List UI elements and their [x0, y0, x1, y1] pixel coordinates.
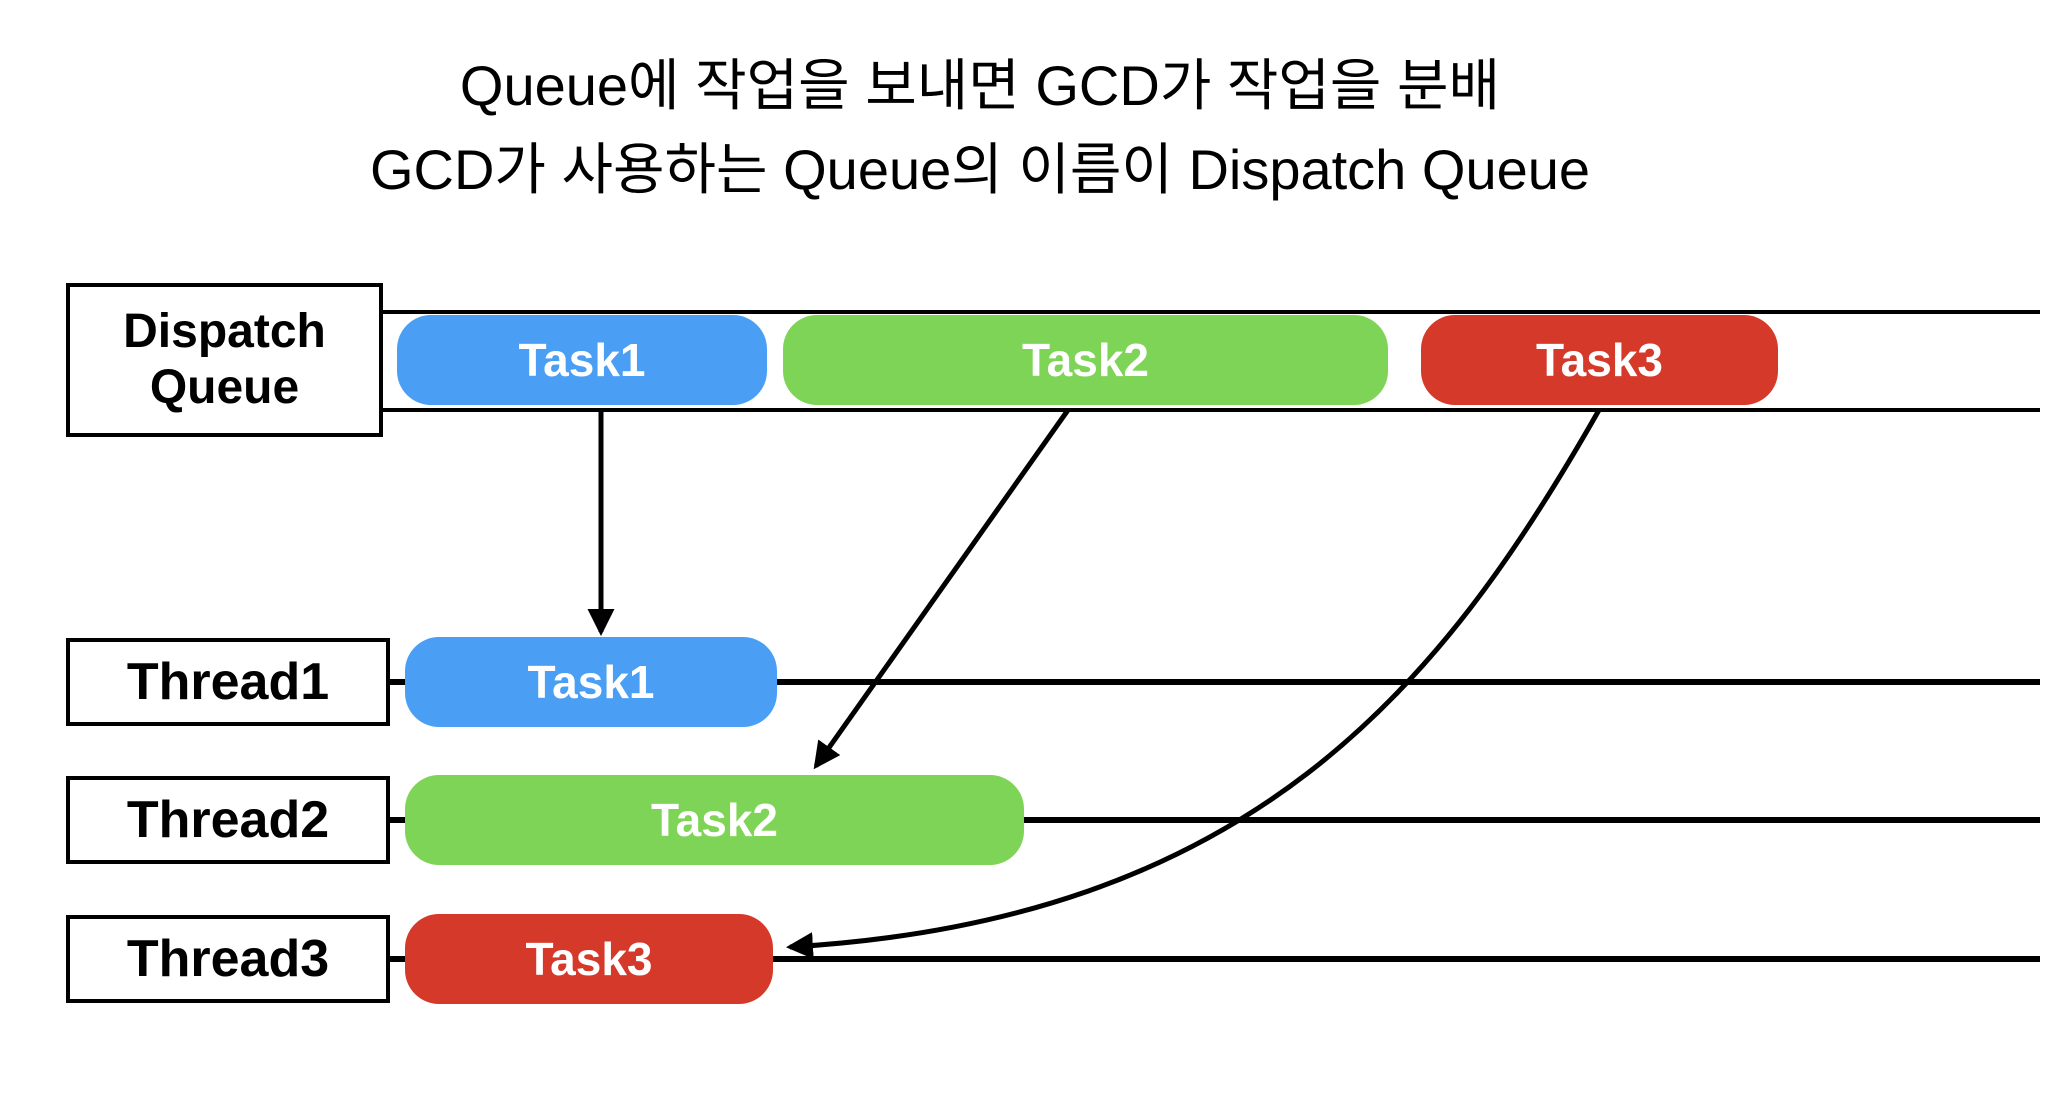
thread1-label-box: Thread1	[66, 638, 390, 726]
thread2-task2-pill: Task2	[405, 775, 1024, 865]
thread1-label: Thread1	[126, 653, 330, 711]
queue-task1-pill: Task1	[397, 315, 767, 405]
thread2-label-box: Thread2	[66, 776, 390, 864]
diagram-title: Queue에 작업을 보내면 GCD가 작업을 분배 GCD가 사용하는 Que…	[0, 44, 1960, 212]
queue-task1-label: Task1	[518, 334, 646, 386]
thread3-task3-label: Task3	[525, 933, 653, 985]
thread2-label: Thread2	[126, 791, 330, 849]
thread1-task1-pill: Task1	[405, 637, 777, 727]
thread1-task1-label: Task1	[527, 656, 655, 708]
dispatch-queue-label-box: Dispatch Queue	[66, 283, 383, 437]
queue-task3-pill: Task3	[1421, 315, 1778, 405]
thread3-label-box: Thread3	[66, 915, 390, 1003]
dispatch-queue-label-line2: Queue	[149, 361, 300, 414]
arrow-task2-to-thread2	[813, 408, 1071, 770]
queue-task2-label: Task2	[1021, 334, 1150, 386]
thread3-label: Thread3	[126, 930, 330, 988]
title-line-1: Queue에 작업을 보내면 GCD가 작업을 분배	[459, 54, 1501, 117]
queue-task3-label: Task3	[1535, 334, 1664, 386]
queue-task2-pill: Task2	[783, 315, 1388, 405]
thread2-task2-label: Task2	[650, 794, 779, 846]
dispatch-queue-label-line1: Dispatch	[123, 305, 326, 358]
arrow-task3-to-thread3	[785, 408, 1602, 960]
title-line-2: GCD가 사용하는 Queue의 이름이 Dispatch Queue	[369, 138, 1591, 201]
thread3-task3-pill: Task3	[405, 914, 773, 1004]
